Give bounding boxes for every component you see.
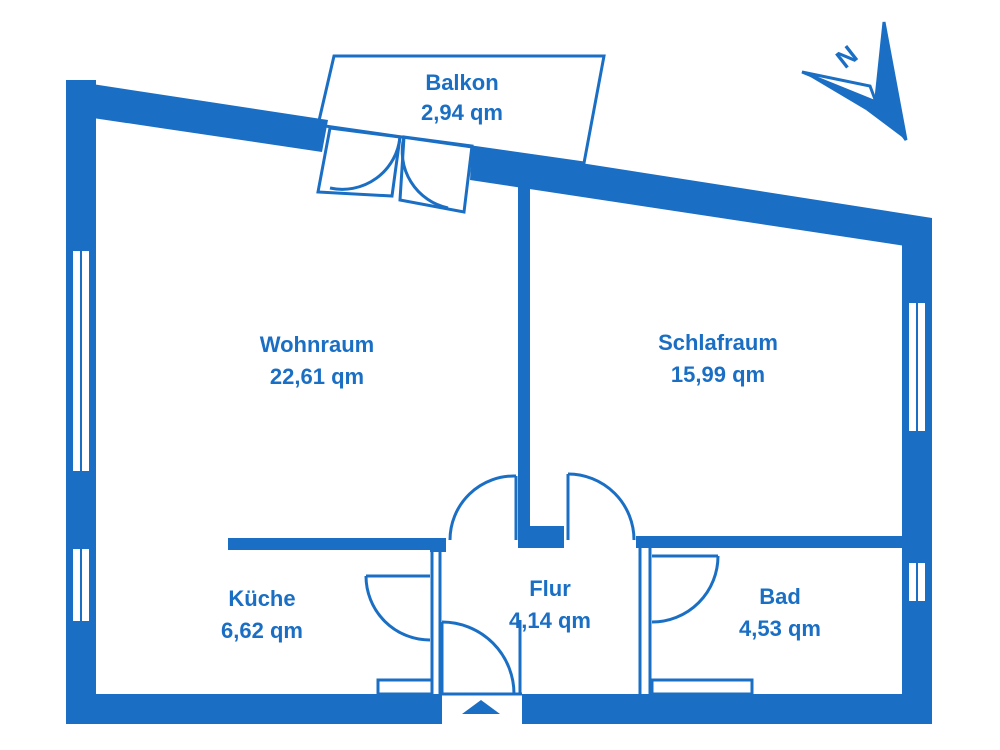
kueche-counter [376,678,434,696]
room-name-schlafraum: Schlafraum [658,330,778,355]
wall-wohn-kueche [228,538,440,550]
door-wohnraum [448,474,518,541]
door-schlafraum [566,472,636,541]
north-arrow-icon: N [801,21,908,141]
door-entrance [440,620,516,695]
room-area-wohnraum: 22,61 qm [270,364,364,389]
wall-bottom-left [66,694,442,724]
wall-schlaf-bad [636,536,904,548]
room-area-schlafraum: 15,99 qm [671,362,765,387]
room-name-wohnraum: Wohnraum [260,332,374,357]
door-bad [651,554,720,624]
room-area-balkon: 2,94 qm [421,100,503,125]
room-area-kueche: 6,62 qm [221,618,303,643]
wall-top-left [66,80,328,152]
room-area-flur: 4,14 qm [509,608,591,633]
room-name-balkon: Balkon [425,70,498,95]
wall-top-right [470,146,932,250]
wall-kueche-flur-top [430,538,446,552]
room-name-bad: Bad [759,584,801,609]
entrance-arrow-icon [462,700,500,714]
wall-wohn-schlaf [518,178,530,534]
bad-counter [650,678,754,696]
door-balkon [316,126,474,214]
balcony-outline [316,54,606,165]
wall-right [902,220,932,724]
room-name-kueche: Küche [228,586,295,611]
north-label: N [830,39,863,74]
door-kueche [364,574,431,642]
wall-bottom-right [522,694,932,724]
wall-stub-mid [518,526,564,548]
room-name-flur: Flur [529,576,571,601]
room-area-bad: 4,53 qm [739,616,821,641]
